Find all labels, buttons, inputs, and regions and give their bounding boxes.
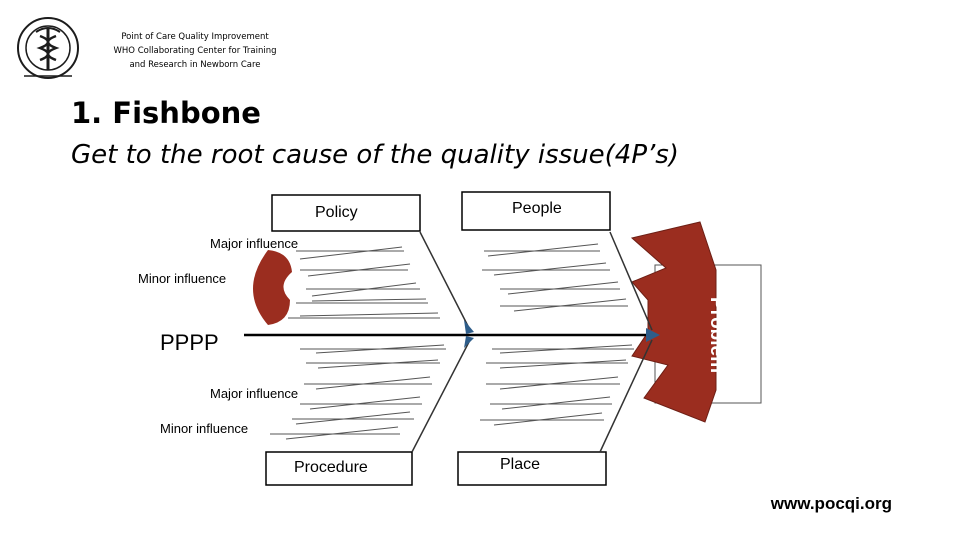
- major-influence-bottom-label: Major influence: [210, 386, 298, 401]
- procedure-label: Procedure: [294, 459, 368, 476]
- slide-title: 1. Fishbone: [71, 96, 261, 130]
- place-label: Place: [500, 456, 540, 473]
- place-box: [457, 451, 607, 486]
- procedure-box: [265, 451, 413, 486]
- spine-arrowhead: [646, 328, 660, 342]
- institution-logo: [17, 17, 79, 79]
- head-label: Problem: [706, 297, 727, 373]
- header-line-1: Point of Care Quality Improvement: [121, 32, 269, 42]
- people-box: [461, 191, 611, 231]
- slide-subtitle: Get to the root cause of the quality iss…: [71, 140, 679, 170]
- policy-rib-arrow: [464, 320, 474, 334]
- people-rib: [609, 231, 653, 331]
- lower-right-influence-arrows: [480, 344, 634, 426]
- lower-left-influence-arrows: [270, 344, 446, 440]
- tail-label: PPPP: [160, 330, 219, 355]
- policy-box: [271, 194, 421, 232]
- minor-influence-top-label: Minor influence: [138, 271, 226, 286]
- header-line-2: WHO Collaborating Center for Training: [113, 46, 277, 56]
- header-text: Point of Care Quality Improvement WHO Co…: [100, 30, 290, 72]
- upper-left-influence-arrows: [288, 246, 440, 319]
- policy-rib: [419, 231, 471, 331]
- upper-right-influence-arrows: [482, 243, 628, 312]
- place-rib: [599, 339, 653, 453]
- head-shape: [630, 221, 717, 423]
- people-label: People: [512, 200, 562, 217]
- header-line-3: and Research in Newborn Care: [129, 60, 261, 70]
- major-influence-top-label: Major influence: [210, 236, 298, 251]
- procedure-rib-arrow: [464, 336, 474, 348]
- tail-crescent: [253, 250, 292, 325]
- minor-influence-bottom-label: Minor influence: [160, 421, 248, 436]
- footer-url[interactable]: www.pocqi.org: [770, 494, 892, 513]
- policy-label: Policy: [315, 204, 358, 221]
- procedure-rib: [411, 339, 471, 453]
